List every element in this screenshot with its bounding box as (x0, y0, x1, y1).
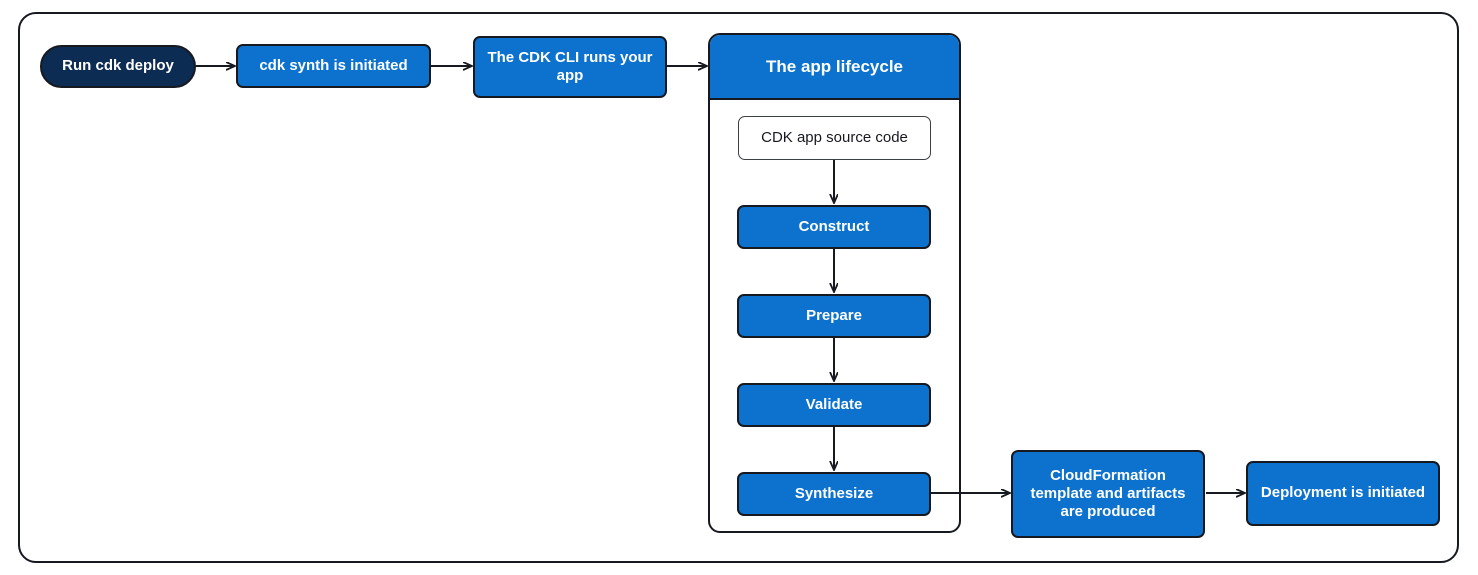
app-lifecycle-header: The app lifecycle (710, 35, 959, 100)
app-lifecycle-container: The app lifecycle (708, 33, 961, 533)
node-cdk-app-source-code-label: CDK app source code (761, 128, 908, 146)
node-run-cdk-deploy[interactable]: Run cdk deploy (40, 45, 196, 88)
node-cdk-synth-initiated-label: cdk synth is initiated (259, 56, 408, 74)
node-deployment-initiated-label: Deployment is initiated (1260, 484, 1426, 502)
node-cdk-synth-initiated[interactable]: cdk synth is initiated (236, 44, 431, 88)
node-prepare[interactable]: Prepare (737, 294, 931, 338)
node-construct[interactable]: Construct (737, 205, 931, 249)
node-run-cdk-deploy-label: Run cdk deploy (62, 57, 174, 75)
node-validate[interactable]: Validate (737, 383, 931, 427)
node-cloudformation-artifacts[interactable]: CloudFormation template and artifacts ar… (1011, 450, 1205, 538)
node-prepare-label: Prepare (806, 306, 862, 324)
node-construct-label: Construct (798, 217, 870, 235)
node-cdk-cli-runs-app[interactable]: The CDK CLI runs your app (473, 36, 667, 98)
node-synthesize[interactable]: Synthesize (737, 472, 931, 516)
node-deployment-initiated[interactable]: Deployment is initiated (1246, 461, 1440, 526)
node-synthesize-label: Synthesize (794, 484, 874, 502)
node-validate-label: Validate (805, 395, 863, 413)
node-cloudformation-artifacts-label: CloudFormation template and artifacts ar… (1030, 466, 1186, 521)
node-cdk-app-source-code[interactable]: CDK app source code (738, 116, 931, 160)
node-cdk-cli-runs-app-label: The CDK CLI runs your app (487, 48, 653, 84)
